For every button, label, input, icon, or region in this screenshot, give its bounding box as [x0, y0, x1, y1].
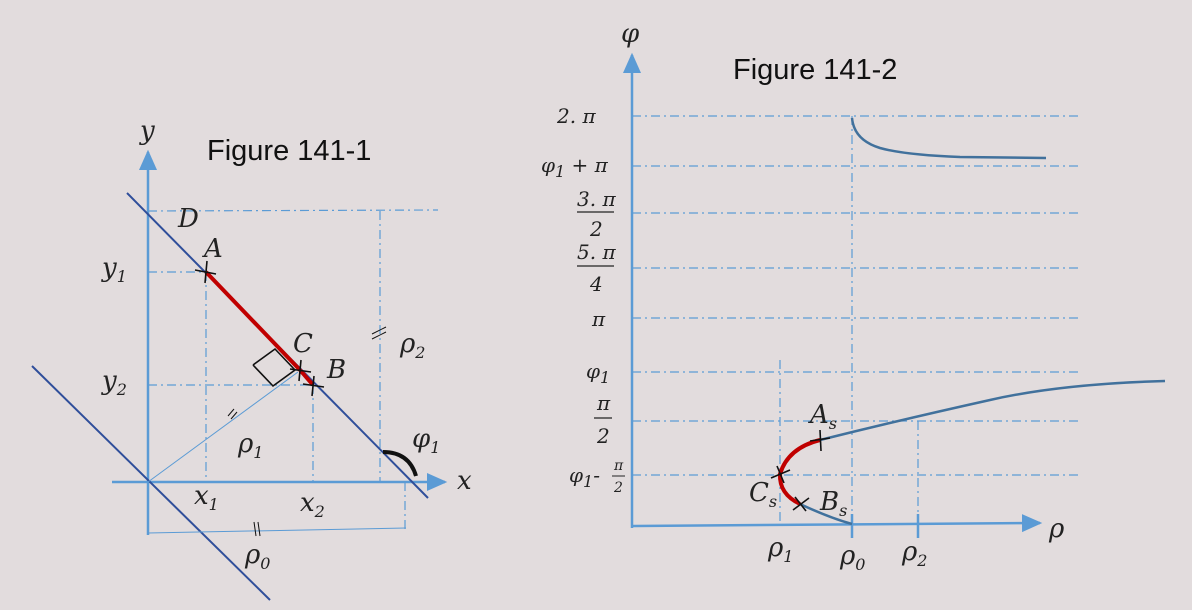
rho2-tick-label: ρ2	[901, 537, 927, 570]
lower-curve	[799, 502, 853, 526]
tick-3pi-den: 2	[589, 217, 603, 241]
phi-axis-label: φ	[621, 19, 640, 49]
figure-2-title: Figure 141-2	[733, 54, 897, 86]
tick-pi: π	[591, 307, 606, 331]
phi-tick-labels: 2. π φ1 + π 3. π 2 5. π 4 π φ1 π 2 φ1- π…	[541, 104, 625, 496]
point-a-label: A	[202, 234, 223, 264]
rho0-segment	[147, 527, 407, 534]
rho1-label: ρ1	[237, 429, 263, 462]
y1-label: y1	[101, 253, 127, 286]
rho1-tick-label: ρ1	[767, 533, 793, 566]
equality-ticks	[227, 326, 387, 537]
rho2-label: ρ2	[399, 329, 425, 362]
figure-141-1: Figure 141-1	[31, 116, 472, 601]
phi1-label: φ1	[412, 424, 440, 457]
rho-axis-label: ρ	[1048, 514, 1065, 544]
tick-phi1-minus-den: 2	[613, 480, 623, 496]
segment-ac	[204, 270, 302, 372]
rho-axis-ticks	[850, 514, 920, 538]
right-angle-mark	[252, 347, 297, 388]
tick-phi1-minus-num: π	[613, 458, 624, 474]
segment-cb	[298, 368, 315, 387]
fig2-rho-axis	[631, 514, 1043, 533]
figure-1-title: Figure 141-1	[207, 135, 371, 167]
tick-phi1-plus-pi: φ1 + π	[541, 153, 609, 181]
tick-5pi-num: 5. π	[577, 240, 616, 264]
figure-141-2: Figure 141-2	[541, 19, 1166, 574]
point-cs-label: Cs	[749, 478, 777, 511]
right-curve	[819, 379, 1166, 442]
y-axis-label: y	[139, 116, 155, 146]
tick-phi1-minus-half-pi: φ1-	[569, 463, 600, 491]
x1-label: x1	[194, 481, 219, 514]
tick-3pi-num: 3. π	[577, 187, 616, 211]
fig2-cross-marks	[770, 429, 831, 512]
point-as-label: As	[808, 400, 837, 433]
rho1-segment	[147, 371, 299, 483]
rho0-label: ρ0	[244, 540, 270, 573]
tick-half-pi-num: π	[596, 391, 611, 415]
tick-5pi-den: 4	[589, 272, 603, 296]
phi1-angle-arc	[382, 450, 418, 477]
tick-2pi: 2. π	[556, 104, 596, 128]
cross-marks	[194, 260, 325, 397]
point-c-label: C	[293, 329, 313, 359]
fig1-guides	[147, 209, 439, 530]
x2-label: x2	[300, 488, 325, 521]
upper-curve	[850, 117, 1047, 160]
fig2-grid	[632, 115, 1078, 526]
point-b-label: B	[326, 355, 346, 385]
point-bs-label: Bs	[819, 487, 847, 520]
rho0-tick-label: ρ0	[839, 541, 865, 574]
x-axis-label: x	[457, 466, 472, 496]
line-through-origin	[31, 365, 271, 601]
tick-half-pi-den: 2	[596, 424, 610, 448]
point-d-label: D	[177, 204, 199, 234]
tick-phi1: φ1	[586, 359, 610, 387]
y2-label: y2	[101, 366, 127, 399]
